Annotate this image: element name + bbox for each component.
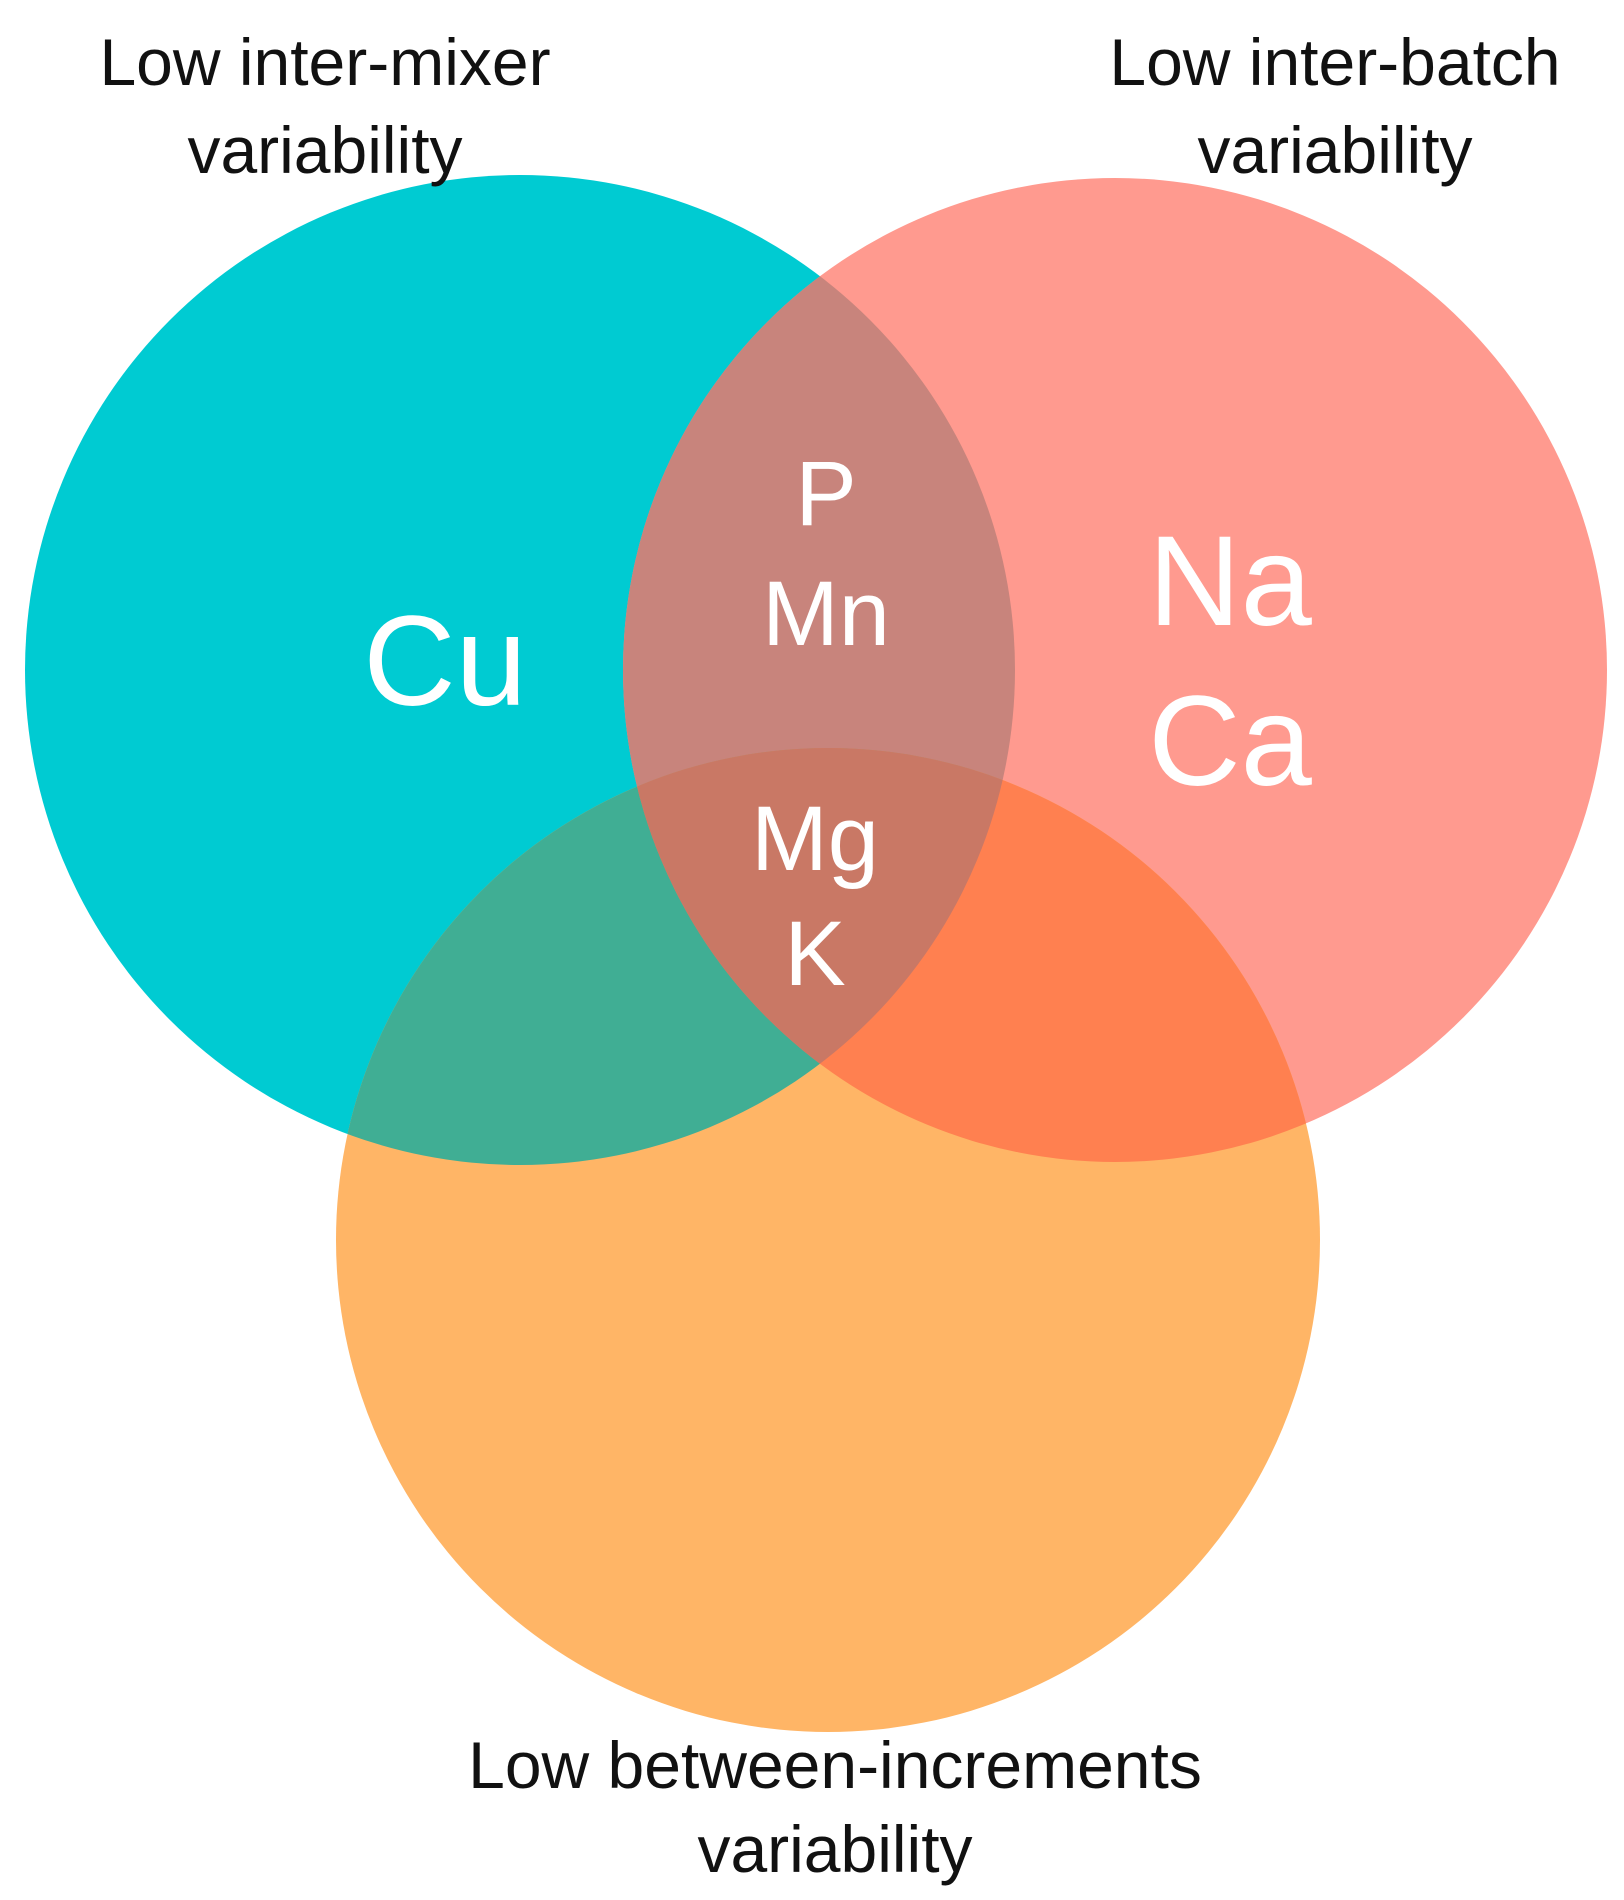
set-label-inter-batch-line1: Low inter-batch: [1109, 25, 1560, 99]
overlap-batch-increments: [623, 748, 1320, 1162]
region-mixer-batch-element: Mn: [762, 563, 890, 665]
overlap-mixer-increments: [336, 748, 1015, 1165]
set-label-inter-mixer-line1: Low inter-mixer: [99, 25, 550, 99]
region-mixer-batch-element: P: [795, 443, 856, 545]
set-label-between-increments-line2: variability: [697, 1812, 972, 1886]
region-all-three-element: K: [784, 903, 845, 1005]
set-label-inter-mixer-line2: variability: [187, 113, 462, 187]
set-label-between-increments-line1: Low between-increments: [468, 1728, 1202, 1802]
set-label-inter-batch-line2: variability: [1197, 113, 1472, 187]
region-batch-only-element: Na: [1148, 510, 1312, 653]
region-batch-only-element: Ca: [1148, 670, 1312, 813]
region-all-three-element: Mg: [751, 788, 879, 890]
region-mixer-only-element: Cu: [363, 590, 527, 733]
